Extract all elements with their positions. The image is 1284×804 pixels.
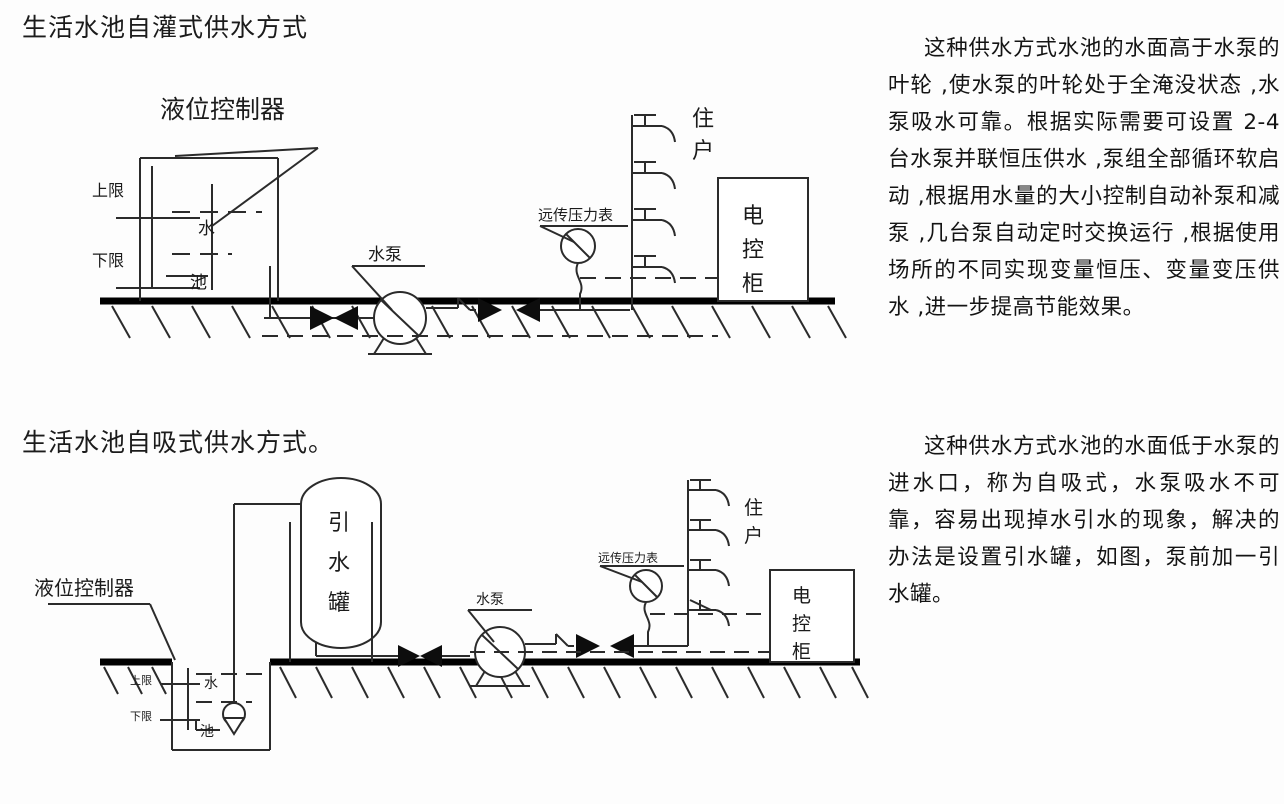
- label-pump: 水泵: [368, 245, 402, 265]
- level-controller-device: [48, 603, 189, 730]
- suction-riser: [233, 503, 276, 703]
- label-cabinet-2: 控: [792, 613, 811, 635]
- remote-pressure-gauge: [560, 228, 596, 310]
- figure-2-title: 生活水池自吸式供水方式。: [22, 428, 335, 457]
- label-water: 水: [204, 676, 218, 692]
- ground-hatching-right: [279, 666, 869, 699]
- discharge-pipe: [426, 297, 630, 311]
- note-paragraph-1: 这种供水方式水池的水面高于水泵的叶轮 ,使水泵的叶轮处于全淹没状态 ,水泵吸水可…: [888, 36, 1280, 320]
- label-pool: 池: [200, 724, 214, 740]
- water-pool-pit: [171, 662, 271, 751]
- label-cabinet-1: 电: [792, 585, 811, 607]
- label-cabinet-3: 柜: [742, 272, 764, 297]
- pump-leader: [467, 609, 532, 643]
- pump-leader: [351, 265, 425, 311]
- water-level-dashes: [172, 211, 262, 255]
- notes-column: 这种供水方式水池的水面高于水泵的叶轮 ,使水泵的叶轮处于全淹没状态 ,水泵吸水可…: [884, 0, 1284, 804]
- pressure-gauge-leader: [599, 565, 684, 583]
- water-level-dashes: [196, 673, 268, 703]
- remote-pressure-gauge: [629, 569, 663, 646]
- figure-2-diagram: 液位控制器 上限 下限 水 池 引 水 罐 水泵 远传压力表 住 户 电 控 柜: [0, 462, 880, 804]
- label-pressure-gauge: 远传压力表: [538, 206, 613, 224]
- label-cabinet-2: 控: [742, 238, 764, 263]
- residents-riser: [687, 479, 730, 646]
- label-lower-limit: 下限: [92, 251, 124, 270]
- tank-outlet-valve: [398, 645, 442, 667]
- foot-valve: [222, 702, 246, 736]
- label-pressure-gauge: 远传压力表: [598, 550, 658, 565]
- label-lower-limit: 下限: [130, 710, 152, 723]
- label-priming-tank-3: 罐: [328, 591, 350, 616]
- diagrams-column: 生活水池自灌式供水方式: [0, 13, 880, 804]
- ground-hatching-left: [103, 666, 167, 695]
- priming-tank: [276, 477, 398, 662]
- figure-1-diagram: 液位控制器 上限 下限 水 池 水泵 远传压力表 住 户 电 控 柜: [0, 48, 880, 418]
- label-residents-1: 住: [744, 497, 763, 519]
- label-level-controller: 液位控制器: [34, 576, 134, 600]
- label-water: 水: [198, 219, 215, 239]
- figure-2-svg: 液位控制器 上限 下限 水 池 引 水 罐 水泵 远传压力表 住 户 电 控 柜: [34, 477, 869, 751]
- control-cabinet: [769, 569, 855, 663]
- water-pool: [139, 157, 279, 301]
- figure-1-svg: 液位控制器 上限 下限 水 池 水泵 远传压力表 住 户 电 控 柜: [92, 95, 847, 355]
- ground-hatching: [111, 305, 847, 339]
- label-residents-2: 户: [744, 525, 763, 547]
- pressure-gauge-leader: [539, 225, 628, 243]
- label-upper-limit: 上限: [130, 674, 152, 687]
- figure-1-title: 生活水池自灌式供水方式: [22, 13, 309, 42]
- label-residents-1: 住: [692, 107, 714, 132]
- note-paragraph-2: 这种供水方式水池的水面低于水泵的进水口，称为自吸式，水泵吸水不可靠，容易出现掉水…: [888, 434, 1280, 607]
- label-pool: 池: [190, 273, 207, 293]
- discharge-valve: [576, 634, 634, 658]
- residents-riser: [631, 114, 676, 310]
- label-priming-tank-1: 引: [328, 511, 350, 536]
- pool-bottom-dash: [195, 720, 220, 731]
- discharge-pipe: [525, 633, 688, 647]
- label-level-controller: 液位控制器: [160, 95, 285, 124]
- label-residents-2: 户: [692, 139, 714, 164]
- label-cabinet-3: 柜: [792, 641, 811, 663]
- label-cabinet-1: 电: [742, 204, 764, 229]
- suction-valve: [310, 306, 358, 330]
- label-priming-tank-2: 水: [328, 551, 350, 576]
- discharge-valve: [478, 298, 540, 322]
- label-pump: 水泵: [476, 592, 504, 608]
- label-upper-limit: 上限: [92, 181, 124, 200]
- control-cabinet: [717, 177, 809, 302]
- water-pump: [470, 626, 530, 687]
